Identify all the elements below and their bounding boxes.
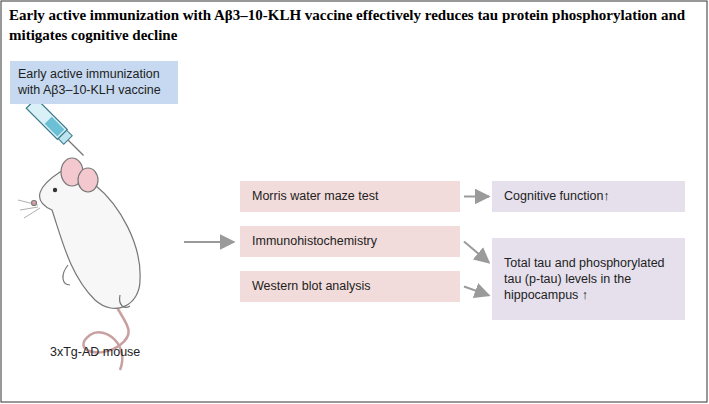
node-text: Morris water maze test <box>252 188 378 204</box>
method-box: Morris water maze test <box>240 181 460 212</box>
node-text: Western blot analysis <box>252 278 371 294</box>
mouse-arrow <box>184 241 234 243</box>
node-text: Early active immunization with Aβ3–10-KL… <box>18 66 170 99</box>
method-box: Immunohistochemistry <box>240 226 460 257</box>
figure-title: Early active immunization with Aβ3–10-KL… <box>9 6 699 45</box>
flow-arrow <box>464 287 489 296</box>
flow-arrow <box>464 242 489 263</box>
mouse-illustration <box>18 158 140 370</box>
result-box: Total tau and phosphorylated tau (p-tau)… <box>492 238 685 320</box>
node-text: Cognitive function↑ <box>504 188 610 204</box>
specimen-label: 3xTg-AD mouse <box>50 345 140 359</box>
node-text: Immunohistochemistry <box>252 233 377 249</box>
intervention-box: Early active immunization with Aβ3–10-KL… <box>10 61 178 104</box>
method-box: Western blot analysis <box>240 271 460 302</box>
flow-arrow <box>464 196 489 198</box>
node-text: Total tau and phosphorylated tau (p-tau)… <box>504 255 673 304</box>
result-box: Cognitive function↑ <box>492 181 685 212</box>
